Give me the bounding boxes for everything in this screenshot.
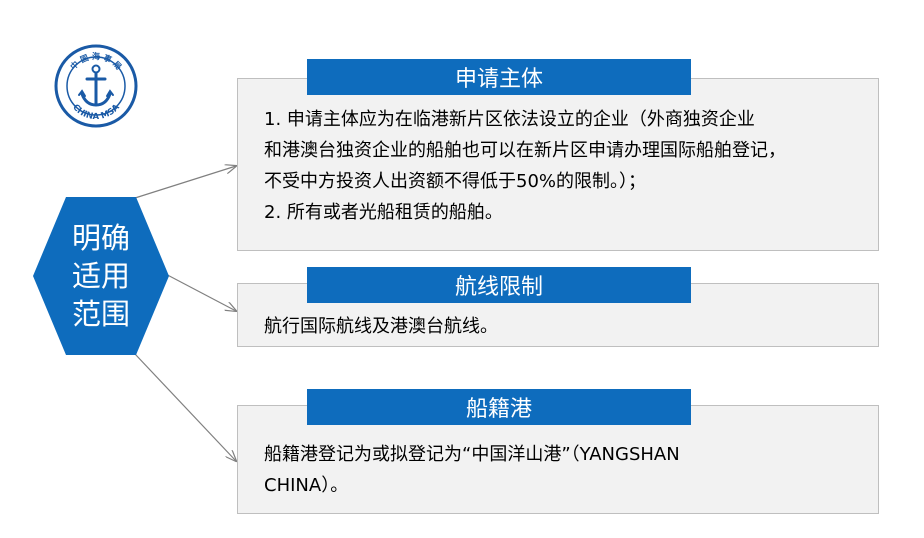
port-line-1: 船籍港登记为或拟登记为“中国洋山港”（YANGSHAN <box>264 444 680 465</box>
center-node: 明确适用范围 <box>32 196 170 356</box>
applicant-line-3: 不受中方投资人出资额不得低于50%的限制。）； <box>264 171 647 192</box>
applicant-line-1: 1. 申请主体应为在临港新片区依法设立的企业（外商独资企业 <box>264 109 755 130</box>
applicant-box <box>237 78 879 251</box>
center-hexagon <box>33 197 169 355</box>
china-msa-logo: 中 国 海 事 局 CHINA MSA <box>54 44 138 128</box>
route-title: 航线限制 <box>454 275 543 300</box>
center-node-label: 明确适用范围 <box>71 221 130 331</box>
applicant-line-4: 2. 所有或者光船租赁的船舶。 <box>264 202 503 223</box>
route-text: 航行国际航线及港澳台航线。 <box>264 311 874 342</box>
connector-to-port <box>134 353 236 461</box>
applicant-title: 申请主体 <box>454 67 543 92</box>
port-line-2: CHINA）。 <box>264 475 349 496</box>
connector-to-applicant <box>134 166 236 199</box>
applicant-line-2: 和港澳台独资企业的船舶也可以在新片区申请办理国际船舶登记， <box>264 140 786 161</box>
route-line-1: 航行国际航线及港澳台航线。 <box>264 316 498 337</box>
route-tab: 航线限制 <box>307 267 691 303</box>
applicant-tab: 申请主体 <box>307 59 691 95</box>
port-tab: 船籍港 <box>307 389 691 425</box>
port-text: 船籍港登记为或拟登记为“中国洋山港”（YANGSHAN CHINA）。 <box>264 439 874 501</box>
port-title: 船籍港 <box>465 397 532 422</box>
anchor-icon <box>78 64 114 107</box>
applicant-text: 1. 申请主体应为在临港新片区依法设立的企业（外商独资企业 和港澳台独资企业的船… <box>264 104 874 228</box>
